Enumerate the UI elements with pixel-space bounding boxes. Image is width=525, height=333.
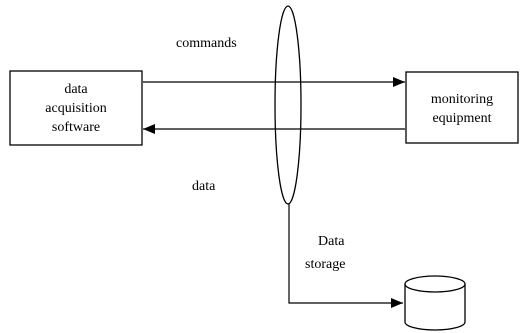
commands-label: commands xyxy=(176,36,237,51)
equipment-label-line-1: monitoring xyxy=(431,92,493,107)
data-acquisition-software-box xyxy=(9,70,143,146)
data-storage-label-line-1: Data xyxy=(318,234,345,249)
data-label: data xyxy=(192,179,216,194)
monitoring-equipment-box xyxy=(405,71,519,144)
database-cylinder-icon xyxy=(404,275,466,331)
software-label-line-3: software xyxy=(52,120,100,135)
data-storage-arrow xyxy=(288,204,403,308)
data-storage-label-line-2: storage xyxy=(305,257,345,272)
communication-bus-ellipse xyxy=(274,5,302,205)
software-label-line-2: acquisition xyxy=(45,101,106,116)
equipment-label-line-2: equipment xyxy=(432,111,491,126)
software-label-line-1: data xyxy=(64,82,88,97)
